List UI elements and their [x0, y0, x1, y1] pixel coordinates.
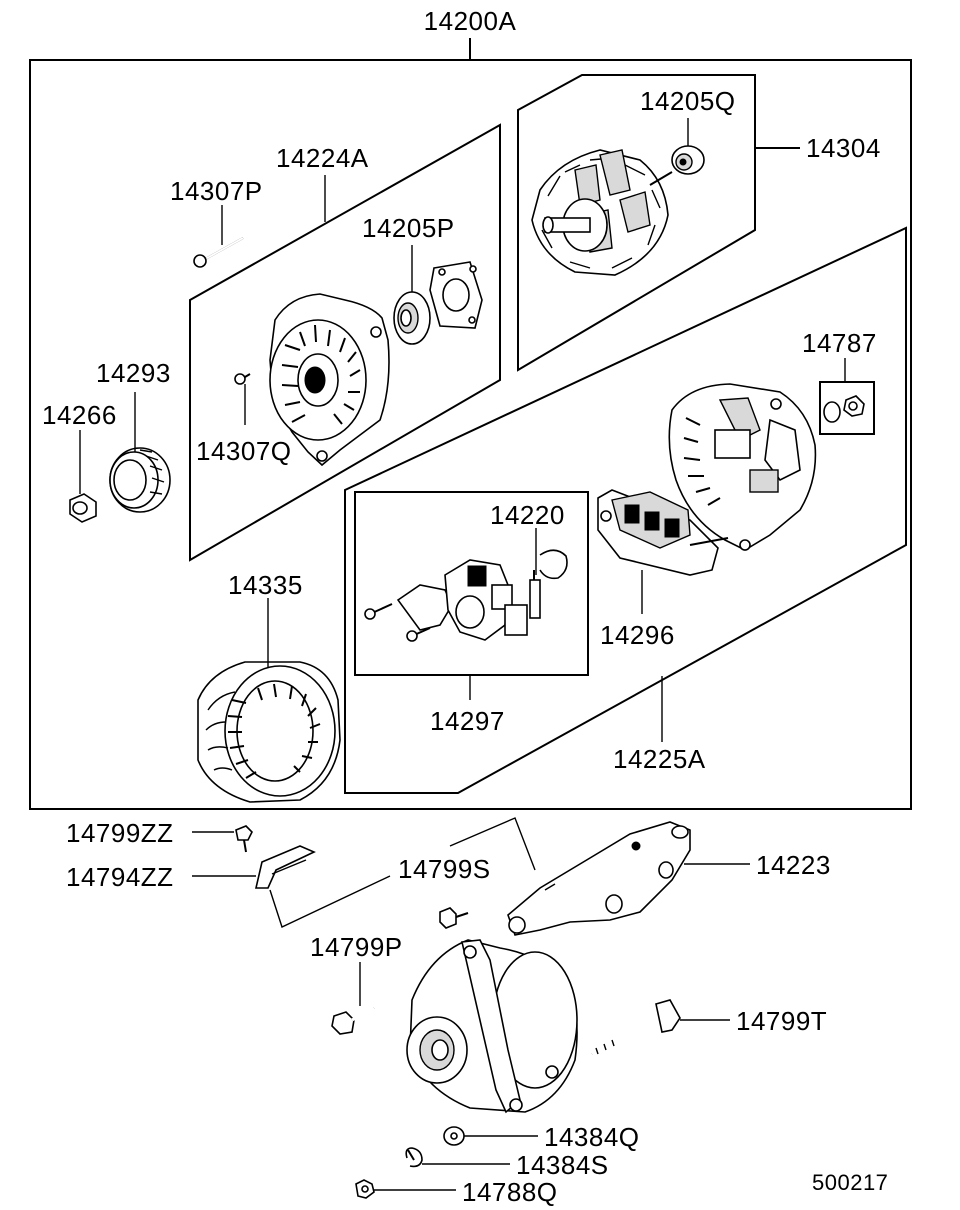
label-14205P[interactable]: 14205P	[362, 213, 455, 243]
washer-14384S[interactable]	[405, 1147, 423, 1168]
label-14225A[interactable]: 14225A	[613, 744, 706, 774]
label-14223[interactable]: 14223	[756, 850, 831, 880]
regulator-brush-holder[interactable]	[364, 559, 528, 642]
rotor[interactable]	[531, 149, 673, 276]
nut-14788Q[interactable]	[355, 1179, 375, 1199]
bracket-14794ZZ[interactable]	[254, 845, 316, 889]
label-14266[interactable]: 14266	[42, 400, 117, 430]
label-14799S[interactable]: 14799S	[398, 854, 491, 884]
bracket-group-leader	[269, 875, 391, 928]
nut-14266[interactable]	[69, 493, 97, 523]
label-14307Q[interactable]: 14307Q	[196, 436, 292, 466]
label-14205Q[interactable]: 14205Q	[640, 86, 736, 116]
rear-bracket-box	[344, 226, 907, 794]
label-14335[interactable]: 14335	[228, 570, 303, 600]
bearing-14205P[interactable]	[393, 291, 431, 345]
label-14200A[interactable]: 14200A	[424, 6, 517, 36]
label-14788Q[interactable]: 14788Q	[462, 1177, 558, 1207]
label-14293[interactable]: 14293	[96, 358, 171, 388]
label-14296[interactable]: 14296	[600, 620, 675, 650]
terminal-nut-box	[819, 381, 875, 435]
bolt-14799S[interactable]	[439, 907, 469, 929]
label-14787[interactable]: 14787	[802, 328, 877, 358]
label-14224A[interactable]: 14224A	[276, 143, 369, 173]
adjusting-bracket-14223[interactable]	[507, 821, 691, 936]
label-14307P[interactable]: 14307P	[170, 176, 263, 206]
pulley-14293[interactable]	[109, 447, 171, 513]
screw-14307Q[interactable]	[234, 373, 251, 385]
bolt-14799P[interactable]	[331, 1006, 375, 1035]
bearing-retainer-plate[interactable]	[429, 261, 483, 329]
rectifier-14296[interactable]	[597, 489, 729, 576]
rear-bracket[interactable]	[668, 383, 817, 551]
front-bracket[interactable]	[269, 293, 390, 467]
bolt-14799T[interactable]	[591, 999, 681, 1056]
bolt-14799ZZ[interactable]	[235, 825, 253, 853]
label-14297[interactable]: 14297	[430, 706, 505, 736]
washer-14384Q[interactable]	[443, 1126, 465, 1146]
regulator-box	[354, 491, 589, 676]
label-14384Q[interactable]: 14384Q	[544, 1122, 640, 1152]
rotor-group-box	[517, 74, 756, 372]
brush-14220[interactable]	[529, 549, 568, 619]
label-14304[interactable]: 14304	[806, 133, 881, 163]
alternator-assembly[interactable]	[406, 939, 578, 1114]
label-14799T[interactable]: 14799T	[736, 1006, 827, 1036]
bracket-group-leader-2	[449, 817, 536, 871]
bolt-14307P[interactable]	[193, 237, 244, 268]
label-14794ZZ[interactable]: 14794ZZ	[66, 862, 174, 892]
label-14799P[interactable]: 14799P	[310, 932, 403, 962]
stator-14335[interactable]	[197, 661, 341, 803]
bearing-14205Q[interactable]	[671, 145, 705, 175]
label-14799ZZ[interactable]: 14799ZZ	[66, 818, 174, 848]
label-14384S[interactable]: 14384S	[516, 1150, 609, 1180]
front-bracket-box	[189, 123, 501, 562]
diagram-code: 500217	[812, 1170, 888, 1195]
label-14220[interactable]: 14220	[490, 500, 565, 530]
terminal-nut-14787[interactable]	[823, 395, 865, 423]
